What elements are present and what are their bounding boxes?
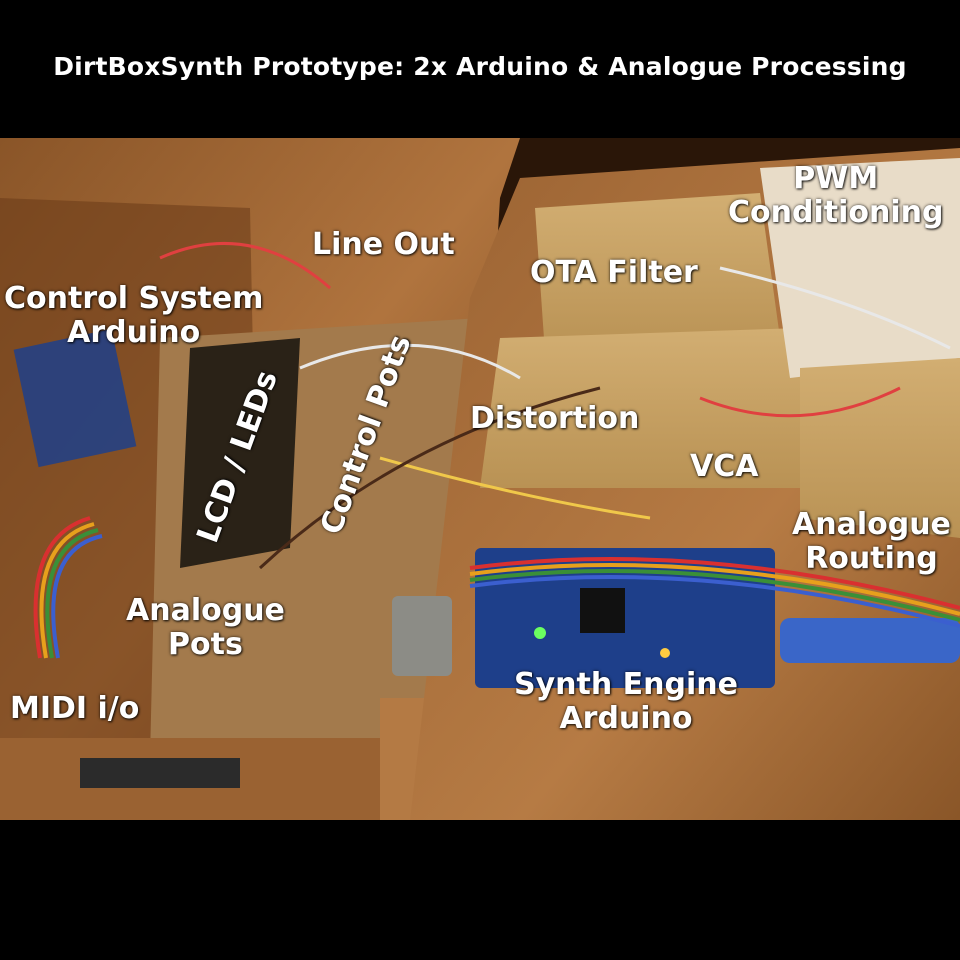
label-line: Arduino <box>559 701 693 736</box>
synth-prototype-photo <box>0 138 960 820</box>
label-line: Analogue <box>126 593 285 628</box>
label-line: Control System <box>4 281 264 316</box>
label-synth-engine-arduino: Synth Engine Arduino <box>514 668 738 736</box>
caption-title: DirtBoxSynth Prototype: 2x Arduino & Ana… <box>53 52 907 81</box>
label-distortion: Distortion <box>470 401 640 436</box>
label-control-system-arduino: Control System Arduino <box>4 282 263 350</box>
label-analogue-pots: Analogue Pots <box>126 594 285 662</box>
label-line: Analogue <box>792 507 951 542</box>
label-line: Routing <box>805 541 938 576</box>
hinge <box>392 596 452 676</box>
label-line: PWM <box>793 161 879 196</box>
label-line: Pots <box>168 627 243 662</box>
right-board <box>410 148 960 820</box>
label-ota-filter: OTA Filter <box>530 255 698 290</box>
label-midi-io: MIDI i/o <box>10 691 140 726</box>
label-line: Arduino <box>67 315 201 350</box>
label-line: Synth Engine <box>514 667 738 702</box>
label-line-out: Line Out <box>312 227 455 262</box>
jumper-wires <box>159 241 951 570</box>
control-system-arduino-board <box>13 328 137 468</box>
label-pwm-conditioning: PWM Conditioning <box>728 162 943 230</box>
label-line: Conditioning <box>728 195 944 230</box>
ribbon-cables <box>33 516 960 659</box>
label-vca: VCA <box>690 449 759 484</box>
label-analogue-routing: Analogue Routing <box>792 508 951 576</box>
midi-connector <box>80 758 240 788</box>
